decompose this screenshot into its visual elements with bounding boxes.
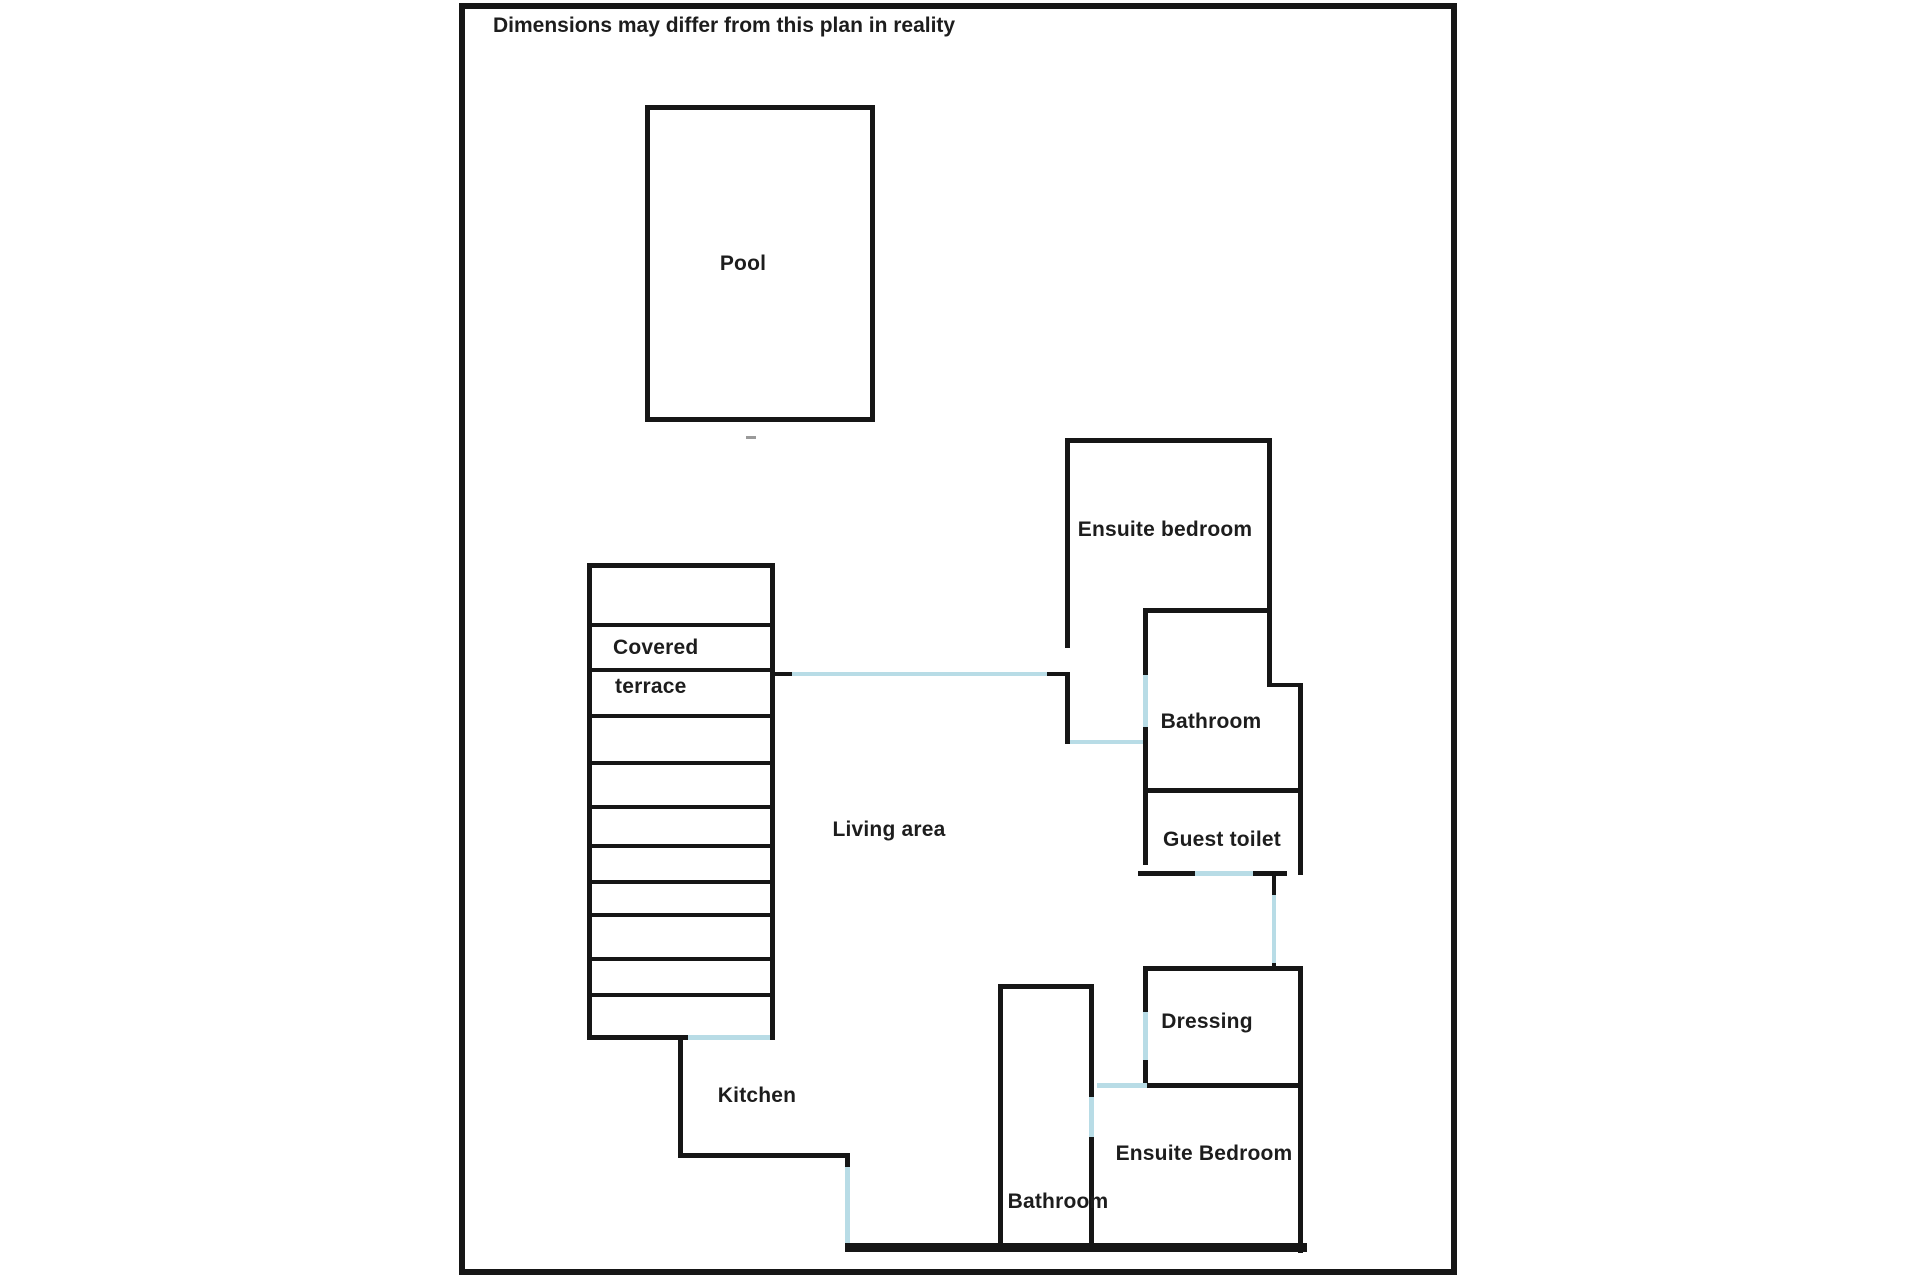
room-label-ensuite-bedroom-top: Ensuite bedroom — [1077, 518, 1253, 541]
room-label-guest-toilet: Guest toilet — [1163, 828, 1281, 851]
wall-stub — [845, 1157, 850, 1167]
terrace-slat — [587, 880, 775, 884]
door-opening — [1097, 1083, 1147, 1088]
room-label-pool: Pool — [719, 252, 767, 275]
terrace-slat — [587, 993, 775, 997]
terrace-slat — [587, 668, 775, 672]
wall-segment — [1147, 966, 1303, 971]
door-opening — [1089, 1097, 1094, 1137]
wall-segment — [998, 984, 1093, 989]
wall-stub — [1272, 875, 1276, 895]
wall-stub — [1047, 672, 1065, 676]
wall-segment — [1089, 1137, 1094, 1250]
terrace-slat — [587, 623, 775, 627]
covered-terrace-outline — [587, 563, 775, 1040]
artifact-dash — [746, 436, 756, 439]
disclaimer-text: Dimensions may differ from this plan in … — [493, 14, 956, 37]
wall-segment — [1143, 966, 1148, 1012]
room-label-dressing: Dressing — [1161, 1010, 1253, 1033]
pool-outline — [645, 105, 875, 422]
door-opening — [1272, 895, 1276, 963]
room-label-terrace: terrace — [615, 675, 687, 698]
plan-outer-border — [459, 3, 1457, 1275]
terrace-slat — [587, 913, 775, 917]
wall-segment — [1147, 1083, 1298, 1088]
terrace-slat — [587, 957, 775, 961]
door-opening — [1143, 1012, 1148, 1060]
wall-segment — [1065, 438, 1272, 443]
room-label-bathroom-bottom: Bathroom — [1007, 1190, 1109, 1213]
room-label-covered: Covered — [613, 636, 699, 659]
wall-segment — [1298, 966, 1303, 1253]
wall-segment — [1143, 788, 1303, 793]
wall-segment — [1065, 438, 1070, 648]
door-opening-long — [792, 672, 1047, 676]
wall-segment — [1298, 683, 1303, 875]
wall-segment — [678, 1153, 850, 1158]
wall-segment — [1143, 608, 1148, 675]
wall-segment — [1143, 608, 1272, 613]
room-label-bathroom-top: Bathroom — [1160, 710, 1262, 733]
door-opening — [1143, 675, 1148, 727]
door-opening — [845, 1167, 850, 1245]
wall-segment — [1267, 438, 1272, 687]
wall-segment — [1143, 727, 1148, 792]
wall-segment — [1089, 984, 1094, 1097]
door-opening — [688, 1035, 770, 1040]
wall-segment — [678, 1040, 683, 1157]
room-label-kitchen: Kitchen — [717, 1084, 797, 1107]
wall-segment — [1065, 672, 1070, 744]
door-opening — [1070, 740, 1147, 744]
wall-segment — [1143, 792, 1148, 865]
wall-segment — [1253, 871, 1287, 876]
room-label-living-area: Living area — [832, 818, 946, 841]
door-opening — [1195, 871, 1253, 876]
wall-segment — [998, 984, 1003, 1250]
terrace-slat — [587, 714, 775, 718]
terrace-slat — [587, 805, 775, 809]
wall-stub — [775, 672, 792, 676]
wall-segment — [1267, 683, 1303, 687]
wall-segment — [1143, 1060, 1148, 1088]
terrace-slat — [587, 844, 775, 848]
wall-segment — [1138, 871, 1195, 876]
room-label-ensuite-bedroom-bottom: Ensuite Bedroom — [1115, 1142, 1293, 1165]
terrace-slat — [587, 761, 775, 765]
wall-segment-bottom — [845, 1243, 1307, 1252]
